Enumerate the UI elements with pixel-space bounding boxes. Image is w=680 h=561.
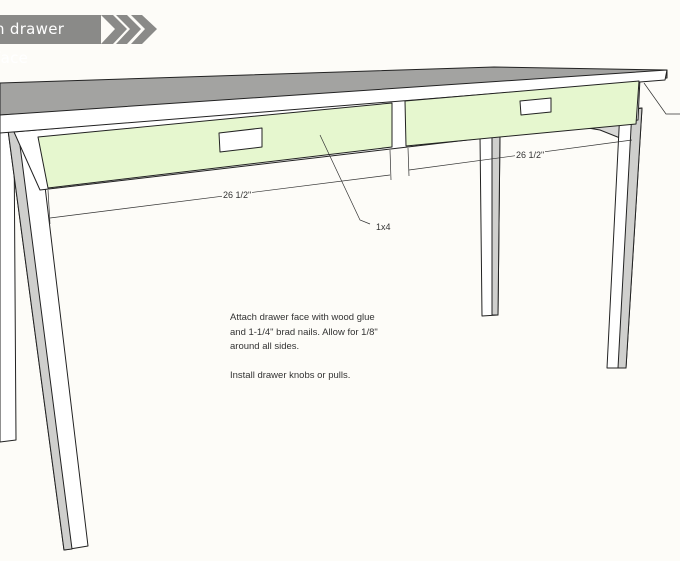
back-left-leg	[0, 131, 17, 443]
dimension-right-label: 26 1/2"	[515, 150, 546, 160]
part-label: 1x4	[375, 222, 392, 232]
instruction-line: Attach drawer face with wood glue	[230, 312, 375, 323]
side-leader-line	[643, 82, 680, 115]
chevron-arrows-icon	[101, 15, 157, 44]
left-drawer-handle	[218, 127, 263, 153]
instruction-line: around all sides.	[230, 341, 300, 352]
instructions: Attach drawer face with wood glue and 1-…	[230, 311, 378, 383]
back-right-leg-shade	[491, 132, 501, 316]
right-drawer-handle	[519, 97, 552, 116]
table-top-edge	[0, 69, 668, 134]
step-banner: n drawer face	[0, 15, 101, 67]
left-drawer-face	[37, 102, 393, 189]
part-leader-line	[319, 134, 371, 225]
instruction-line: and 1-1/4" brad nails. Allow for 1/8"	[230, 326, 378, 338]
spacer	[230, 355, 378, 369]
step-title: n drawer face	[0, 20, 65, 67]
table-top	[0, 66, 668, 116]
instruction-line: Install drawer knobs or pulls.	[230, 369, 351, 381]
dimension-left-label: 26 1/2"	[222, 190, 253, 200]
